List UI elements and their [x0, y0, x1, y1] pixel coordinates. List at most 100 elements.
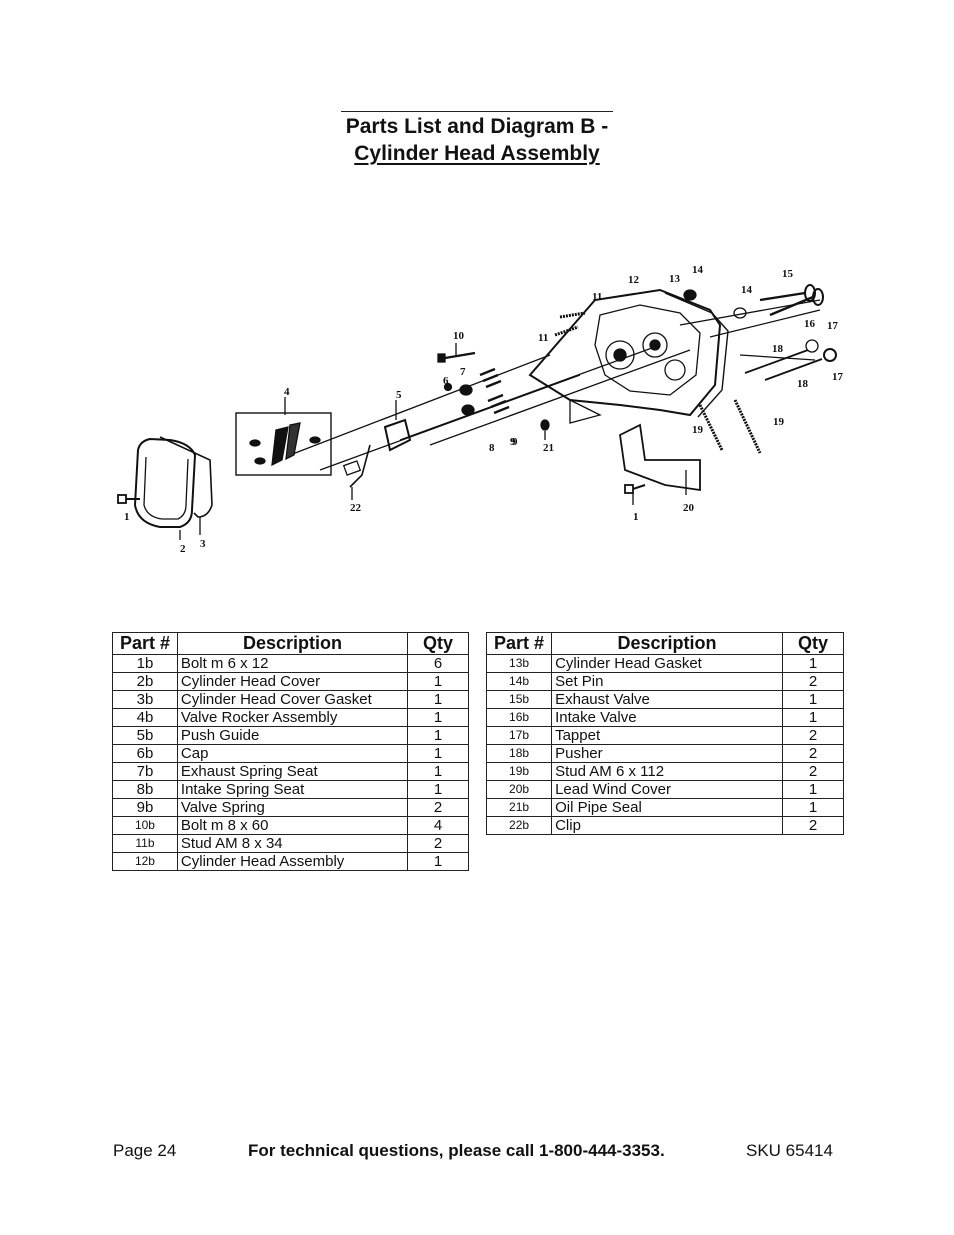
part-description: Lead Wind Cover — [551, 780, 783, 799]
callout-label: 22 — [350, 502, 362, 514]
part-qty: 1 — [781, 798, 845, 817]
table-header-row: Part # Description Qty — [485, 632, 845, 655]
part-number: 19b — [485, 762, 553, 781]
title-line-1: Parts List and Diagram B - — [345, 115, 609, 138]
callout-label: 1 — [633, 511, 639, 523]
callout-label: 13 — [669, 273, 681, 285]
part-description: Pusher — [551, 744, 783, 763]
part-qty: 1 — [781, 708, 845, 727]
part-qty: 2 — [781, 816, 845, 835]
callout-label: 8 — [489, 442, 495, 454]
part-qty: 1 — [407, 708, 469, 727]
part-description: Cylinder Head Cover Gasket — [176, 690, 409, 709]
callout-label: 11 — [538, 332, 548, 344]
part-qty: 1 — [781, 654, 845, 673]
part-description: Cylinder Head Assembly — [176, 852, 409, 871]
callout-label: 3 — [200, 538, 206, 550]
part-description: Cylinder Head Cover — [176, 672, 409, 691]
callout-label: 6 — [443, 375, 449, 387]
callout-label: 16 — [804, 318, 816, 330]
callout-label: 7 — [460, 366, 466, 378]
part-header: Part # — [112, 632, 178, 655]
callout-label: 18 — [772, 343, 784, 355]
title-rule — [341, 111, 613, 112]
description-header: Description — [176, 632, 409, 655]
part-qty: 6 — [407, 654, 469, 673]
part-number: 17b — [485, 726, 553, 745]
qty-header: Qty — [407, 632, 469, 655]
part-qty: 1 — [407, 852, 469, 871]
part-description: Bolt m 8 x 60 — [176, 816, 409, 835]
part-qty: 2 — [781, 762, 845, 781]
part-number: 1b — [112, 654, 178, 673]
part-number: 4b — [112, 708, 178, 727]
part-number: 16b — [485, 708, 553, 727]
description-header: Description — [551, 632, 783, 655]
part-number: 12b — [112, 852, 178, 871]
part-header: Part # — [485, 632, 553, 655]
part-number: 22b — [485, 816, 553, 835]
part-qty: 2 — [407, 834, 469, 853]
callout-label: 9 — [510, 436, 516, 448]
part-description: Bolt m 6 x 12 — [176, 654, 409, 673]
part-qty: 1 — [407, 744, 469, 763]
part-number: 18b — [485, 744, 553, 763]
part-qty: 2 — [407, 798, 469, 817]
callout-label: 14 — [741, 284, 753, 296]
part-description: Cylinder Head Gasket — [551, 654, 783, 673]
callout-label: 12 — [628, 274, 640, 286]
qty-header: Qty — [781, 632, 845, 655]
part-description: Cap — [176, 744, 409, 763]
part-number: 13b — [485, 654, 553, 673]
part-description: Intake Spring Seat — [176, 780, 409, 799]
part-qty: 1 — [407, 690, 469, 709]
callout-label: 17 — [832, 371, 844, 383]
tech-support-line: For technical questions, please call 1-8… — [248, 1141, 665, 1160]
part-description: Valve Spring — [176, 798, 409, 817]
part-description: Push Guide — [176, 726, 409, 745]
callout-label: 1 — [124, 511, 130, 523]
part-description: Tappet — [551, 726, 783, 745]
callout-label: 9 — [512, 436, 518, 448]
part-description: Intake Valve — [551, 708, 783, 727]
part-number: 3b — [112, 690, 178, 709]
callout-label: 4 — [284, 386, 290, 398]
part-qty: 1 — [781, 690, 845, 709]
page-title: Parts List and Diagram B - Cylinder Head… — [0, 111, 954, 167]
page-number: Page 24 — [113, 1141, 177, 1160]
callout-label: 14 — [692, 264, 704, 276]
title-line-2: Cylinder Head Assembly — [354, 142, 600, 165]
table-header-row: Part # Description Qty — [112, 632, 469, 655]
part-number: 14b — [485, 672, 553, 691]
part-qty: 4 — [407, 816, 469, 835]
part-number: 9b — [112, 798, 178, 817]
part-qty: 1 — [781, 780, 845, 799]
callout-label: 19 — [692, 424, 704, 436]
part-number: 10b — [112, 816, 178, 835]
part-number: 2b — [112, 672, 178, 691]
part-qty: 1 — [407, 780, 469, 799]
part-number: 21b — [485, 798, 553, 817]
part-description: Set Pin — [551, 672, 783, 691]
part-description: Valve Rocker Assembly — [176, 708, 409, 727]
part-number: 5b — [112, 726, 178, 745]
part-description: Stud AM 8 x 34 — [176, 834, 409, 853]
